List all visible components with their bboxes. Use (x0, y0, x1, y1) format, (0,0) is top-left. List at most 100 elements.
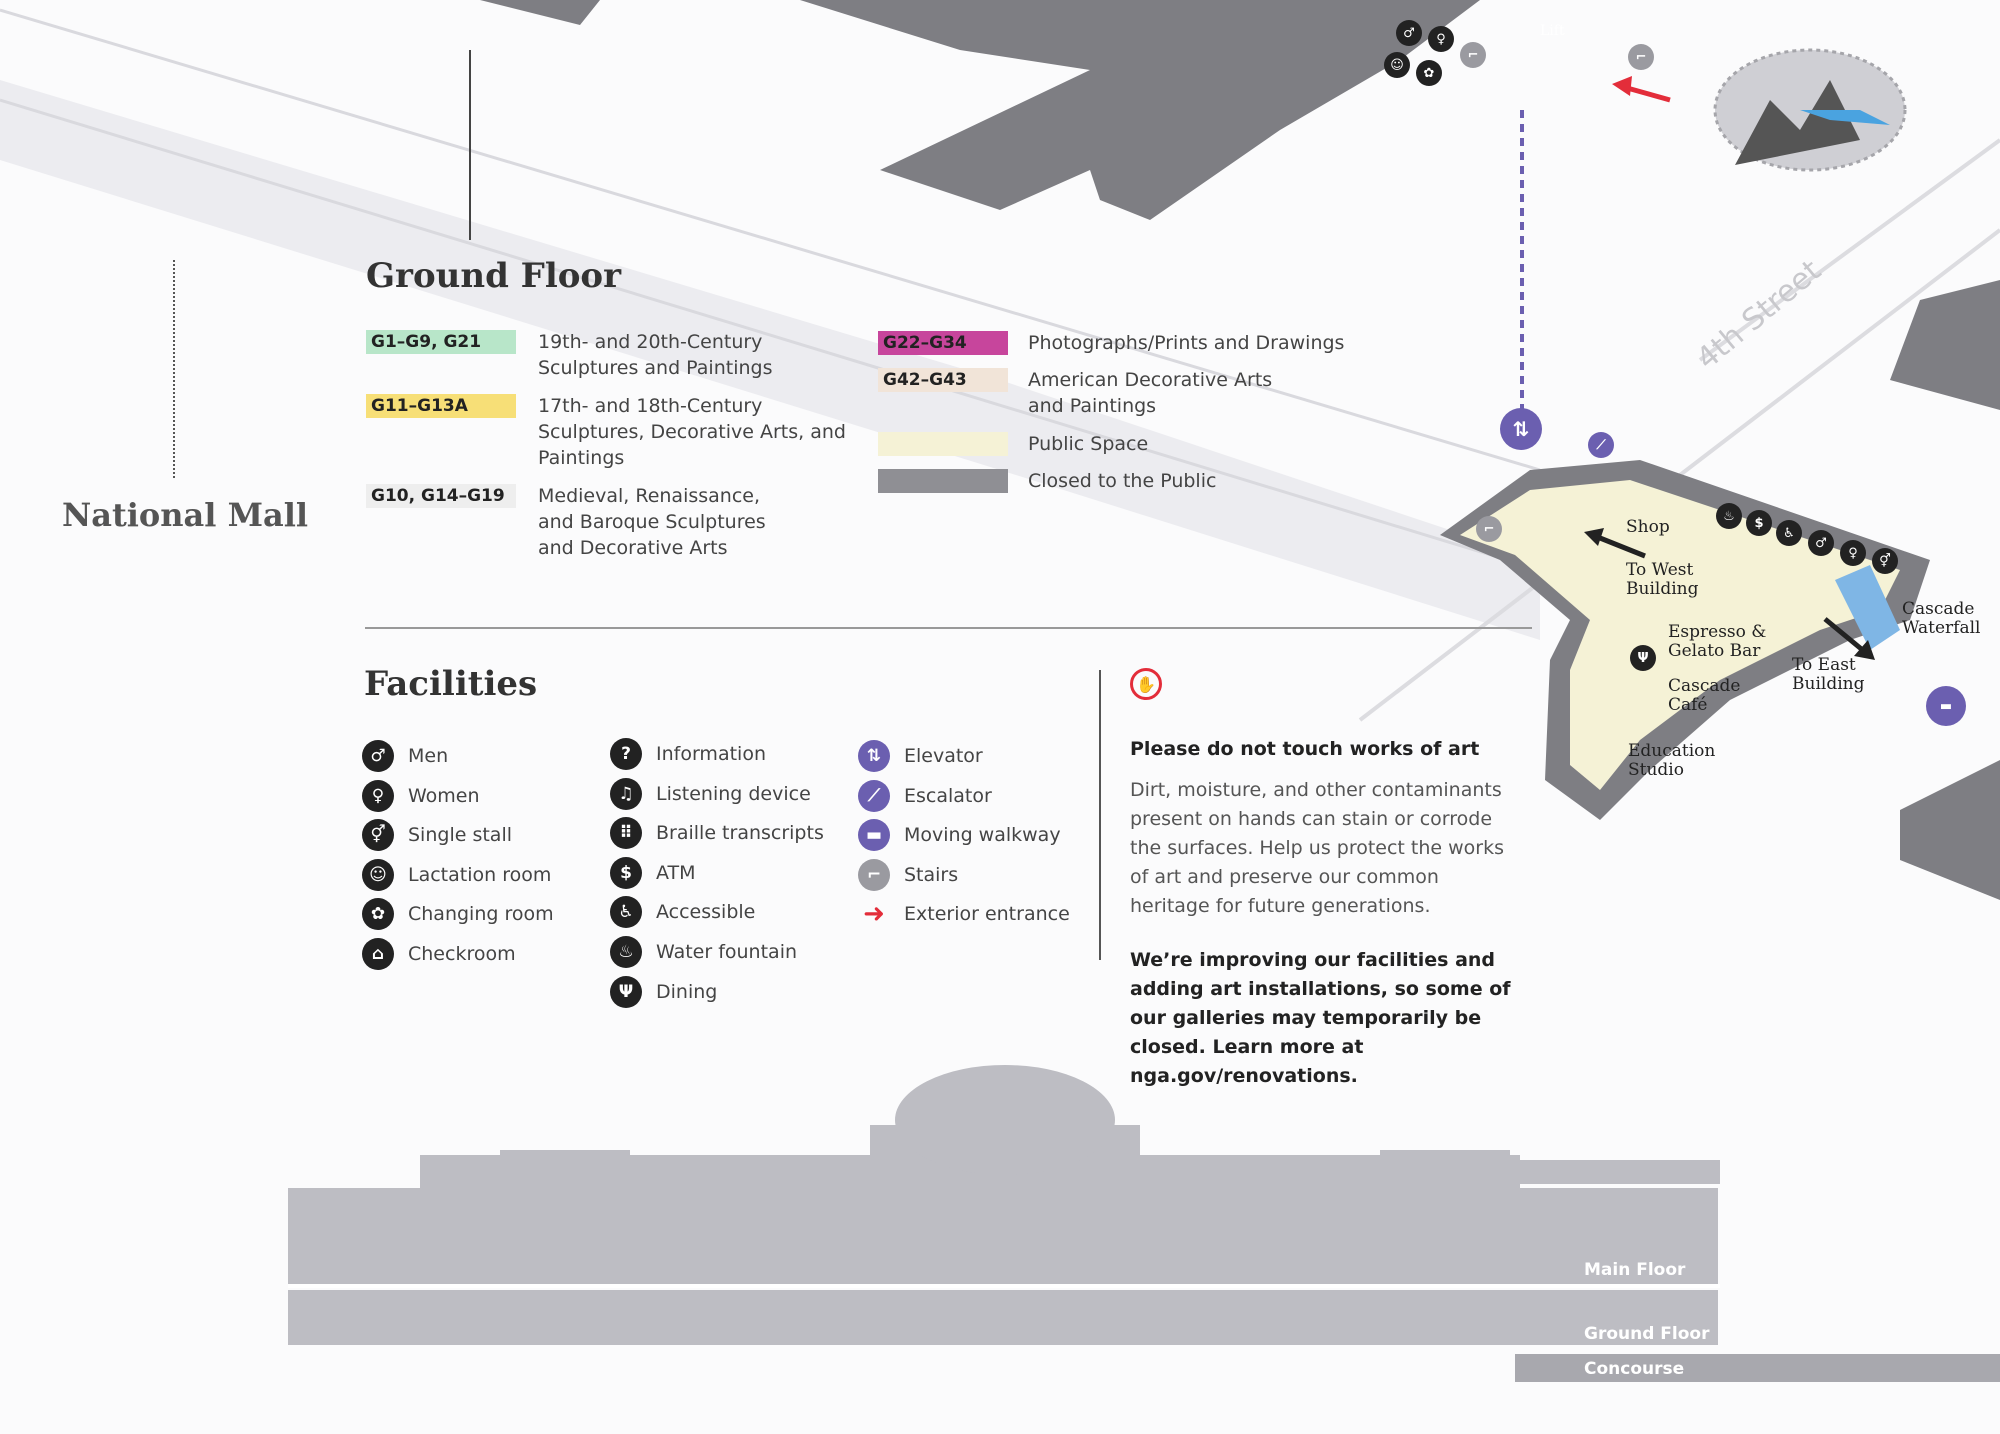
women-icon: ♀ (1428, 26, 1454, 52)
closed-building-block (800, 0, 1480, 220)
facility-item: ♿Accessible (610, 896, 756, 929)
floor-label-concourse: Concourse (1584, 1359, 1685, 1379)
to-west-arrow (1584, 528, 1646, 559)
braille-icon: ⠿ (610, 817, 642, 850)
checkroom-icon: ⌂ (362, 938, 394, 970)
closed-building-block (480, 0, 600, 25)
floor-label-ground: Ground Floor (1584, 1324, 1710, 1344)
map-label-espresso: Espresso & Gelato Bar (1668, 622, 1767, 661)
listening-device-icon: ♫ (610, 777, 642, 810)
stairs-icon: ⌐ (858, 858, 890, 891)
national-mall-label: National Mall (62, 496, 309, 534)
map-label-to-west: To West Building (1626, 560, 1699, 599)
notice-body: Dirt, moisture, and other contaminants p… (1130, 779, 1505, 917)
escalator-icon: ⟋ (1588, 432, 1614, 458)
legend-swatch: G10, G14–G19 (366, 484, 516, 508)
accessible-icon: ♿ (1776, 520, 1802, 546)
single-stall-icon: ⚥ (362, 819, 394, 852)
silhouette-floor (1515, 1354, 2000, 1382)
atm-icon: $ (1746, 510, 1772, 536)
map-label-to-east: To East Building (1792, 655, 1865, 694)
changing-room-icon: ✿ (362, 898, 394, 931)
women-icon: ♀ (1840, 540, 1866, 566)
dining-icon: Ψ (610, 975, 642, 1008)
map-label-shop: Shop (1626, 517, 1670, 537)
dining-icon: Ψ (1630, 645, 1656, 671)
men-icon: ♂ (1396, 20, 1422, 46)
map-label-cascade-cafe: Cascade Café (1668, 676, 1741, 715)
water-fountain-icon: ♨ (610, 936, 642, 968)
facility-label: Information (656, 743, 766, 765)
moving-walkway-icon: ▬ (858, 819, 890, 852)
facilities-heading: Facilities (364, 664, 538, 704)
legend-text: 19th- and 20th-Century Sculptures and Pa… (538, 331, 773, 379)
facility-label: Moving walkway (904, 824, 1061, 847)
legend-swatch: G11–G13A (366, 394, 516, 418)
facility-item: ⌐Stairs (858, 858, 958, 891)
silhouette-wing (500, 1150, 630, 1158)
moving-walkway-icon: ▬ (1926, 686, 1966, 726)
mountain-sculpture (1735, 80, 1860, 165)
silhouette-dome (895, 1065, 1115, 1175)
no-touch-icon: ✋ (1130, 668, 1162, 700)
stairs-icon: ⌐ (1476, 516, 1502, 542)
legend-text: 17th- and 18th-Century Sculptures, Decor… (538, 395, 846, 469)
legend-swatch (878, 432, 1008, 456)
facility-label: Water fountain (656, 941, 798, 963)
silhouette-base (288, 1290, 1718, 1345)
facility-item: ➜Exterior entrance (858, 898, 1070, 930)
facility-item: ⌂Checkroom (362, 938, 516, 970)
building-silhouette (288, 1065, 2000, 1382)
ground-floor-heading: Ground Floor (366, 256, 621, 296)
facility-item: $ATM (610, 856, 696, 889)
mountain-snow (1800, 110, 1890, 125)
exterior-entrance-icon: ➜ (863, 899, 885, 930)
map-label-lift: Lift (1540, 23, 1565, 39)
exterior-entrance-arrowhead (1612, 76, 1632, 96)
notice-improving: We’re improving our facilities and addin… (1130, 949, 1511, 1087)
legend-text: Public Space (1028, 433, 1149, 455)
facility-label: Elevator (904, 745, 983, 767)
facility-item: ⟋Escalator (858, 779, 992, 812)
legend-text: American Decorative Arts and Paintings (1028, 369, 1273, 417)
facility-label: Changing room (408, 903, 554, 926)
diagonal-street-band (0, 80, 1540, 640)
facility-label: Escalator (904, 784, 992, 807)
lactation-room-icon: ☺ (1384, 52, 1410, 78)
cascade-waterfall (1835, 565, 1900, 650)
stairs-icon: ⌐ (1460, 42, 1486, 68)
facility-item: ♫Listening device (610, 777, 811, 810)
silhouette-wing (1380, 1150, 1510, 1158)
facility-item: ♨ Water fountain (610, 936, 797, 968)
facility-label: Accessible (656, 901, 756, 924)
to-east-arrow (1823, 617, 1875, 660)
men-icon: ♂ (1808, 530, 1834, 556)
legend-swatch: G1–G9, G21 (366, 330, 516, 354)
diagonal-line (1698, 138, 2000, 362)
facility-item: ⇅ Elevator (858, 740, 983, 772)
diagonal-line (0, 98, 1541, 572)
stairs-icon: ⌐ (1628, 44, 1654, 70)
closed-building-block (1900, 760, 2000, 900)
facility-label: Men (408, 745, 449, 767)
legend-swatch: G42–G43 (878, 368, 1008, 392)
map-label-education: Education Studio (1628, 741, 1716, 780)
facility-item: ✿ Changing room (362, 898, 554, 931)
concourse-public-space (1460, 480, 1900, 790)
elevator-icon: ⇅ (858, 740, 890, 772)
changing-room-icon: ✿ (1416, 60, 1442, 86)
facility-label: ATM (656, 861, 696, 884)
silhouette-floor (1520, 1160, 1720, 1184)
single-stall-icon: ⚥ (1872, 548, 1898, 574)
notice-title: Please do not touch works of art (1130, 738, 1480, 760)
closed-building-block (1890, 280, 2000, 410)
legend-text: Photographs/Prints and Drawings (1028, 332, 1345, 354)
legend-swatch (878, 469, 1008, 493)
water-fountain-icon: ♨ (1716, 503, 1742, 529)
facility-item: ♀Women (362, 779, 480, 812)
facility-label: Braille transcripts (656, 822, 824, 845)
facility-label: Single stall (408, 824, 512, 847)
information-icon: ? (610, 738, 642, 770)
